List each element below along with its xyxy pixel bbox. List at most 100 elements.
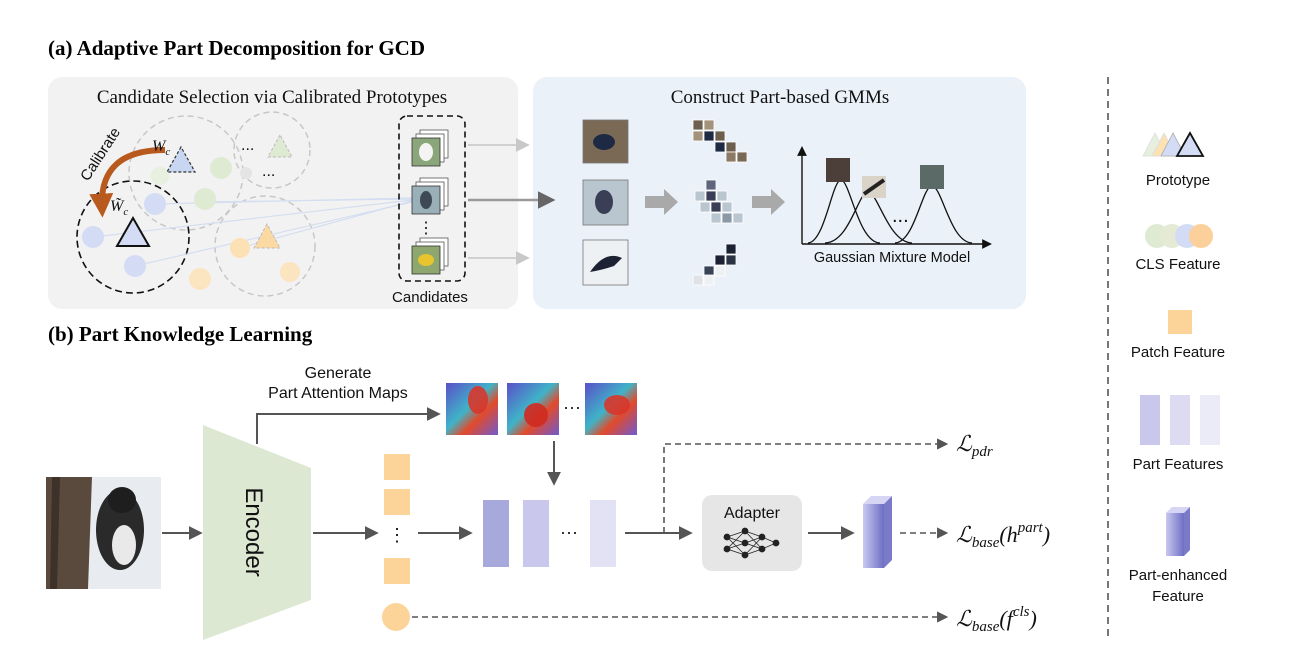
gmm-component-image-3: [920, 165, 944, 189]
patch-feature-1: [384, 454, 410, 480]
input-woodpecker-image: [46, 477, 161, 589]
patch-grid-1: [692, 119, 748, 163]
loss-base-part-open: (h: [999, 522, 1017, 547]
cls-point-orange-3: [280, 262, 300, 282]
loss-pdr-symbol: ℒ: [956, 431, 973, 456]
gmm-panel: [533, 77, 1026, 309]
candidate-panel-title: Candidate Selection via Calibrated Proto…: [97, 87, 447, 108]
candidate-panel: [48, 77, 518, 309]
encoder-label: Encoder: [240, 487, 267, 576]
loss-base-part-symbol: ℒ: [956, 522, 973, 547]
calibrated-subscript: c: [123, 206, 128, 218]
cluster-gray-top: [233, 111, 311, 189]
bird-image-1: [582, 119, 629, 164]
loss-base-part: ℒbase(hpart): [956, 520, 1050, 551]
prototype-orange: [253, 222, 281, 249]
loss-base-cls-close: ): [1027, 606, 1036, 631]
gray-cluster-ellipsis-1: ...: [241, 137, 254, 154]
patch-feature-3: [384, 558, 410, 584]
bird-image-2: [582, 179, 629, 226]
part-feature-1: [483, 500, 509, 567]
gmm-label: Gaussian Mixture Model: [814, 250, 970, 266]
cls-point-green-2: [194, 188, 216, 210]
gmm-arrow: [752, 189, 785, 215]
calibrated-symbol: W̃: [110, 197, 125, 215]
prototype-calibrated: [115, 215, 151, 247]
cls-point-orange-2: [189, 268, 211, 290]
prototype-wc: [165, 145, 197, 173]
part-feature-3: [590, 500, 616, 567]
loss-base-part-subscript: base: [972, 535, 1000, 551]
cls-feature-points: [82, 157, 300, 290]
legend-patch-icon: [1168, 310, 1192, 334]
attention-maps-ellipsis: ···: [563, 397, 581, 417]
gmm-plot: ... Gaussian Mixture Model: [797, 146, 992, 266]
loss-base-cls-superscript: cls: [1013, 604, 1030, 620]
gmm-panel-title: Construct Part-based GMMs: [671, 87, 889, 108]
legend-enhanced-icon: [1166, 507, 1190, 556]
cls-point-orange-1: [230, 238, 250, 258]
section-b-title: (b) Part Knowledge Learning: [48, 322, 313, 346]
patch-feature-2: [384, 489, 410, 515]
legend-cls-label: CLS Feature: [1135, 256, 1220, 273]
patch-grid-3: [692, 243, 737, 286]
candidates-box: [398, 115, 466, 282]
patchify-arrow: [645, 189, 678, 215]
cls-point-blue-2: [82, 226, 104, 248]
legend-enhanced-label-1: Part-enhanced: [1129, 567, 1227, 584]
prototype-wc-label: Wc: [152, 138, 170, 158]
attention-map-1: [446, 383, 498, 435]
legend-part-label: Part Features: [1133, 456, 1224, 473]
loss-base-part-superscript: part: [1017, 520, 1044, 536]
loss-base-cls-open: (f: [999, 606, 1015, 631]
wc-symbol: W: [152, 138, 167, 155]
legend-prototype-label: Prototype: [1146, 172, 1210, 189]
cls-token-feature: [382, 603, 410, 631]
calibrated-label: W̃c: [110, 197, 128, 218]
calibrate-arrow: [89, 147, 166, 218]
legend-cls-icon: [1145, 224, 1213, 248]
candidates-label: Candidates: [392, 289, 468, 306]
neural-network-icon: [723, 527, 780, 559]
candidate-stack-3: [411, 237, 449, 275]
part-enhanced-feature: [863, 496, 892, 568]
generate-label-line1: Generate: [305, 365, 372, 382]
loss-base-cls: ℒbase(fcls): [956, 604, 1037, 635]
loss-pdr: ℒpdr: [956, 431, 993, 460]
cls-point-green-3: [151, 167, 169, 185]
gmm-component-image-1: [826, 158, 850, 182]
loss-base-cls-subscript: base: [972, 619, 1000, 635]
gmm-ellipsis: ...: [892, 205, 909, 227]
attention-map-2: [507, 383, 559, 435]
gray-cluster-ellipsis-2: ...: [262, 163, 275, 180]
legend-prototype-icon: [1142, 131, 1205, 157]
prototype-gray: [267, 133, 293, 158]
generate-attention-path: [256, 407, 441, 444]
candidates-vertical-ellipsis: ⋮: [418, 220, 434, 237]
cls-point-blue-3: [124, 255, 146, 277]
adapter-label: Adapter: [724, 505, 781, 522]
loss-base-part-close: ): [1041, 522, 1050, 547]
candidate-stack-1: [411, 129, 449, 167]
cls-point-gray-1: [240, 167, 252, 179]
legend-part-icon: [1140, 395, 1220, 445]
generate-label-line2: Part Attention Maps: [268, 385, 408, 402]
section-a-title: (a) Adaptive Part Decomposition for GCD: [48, 36, 425, 60]
cluster-orange: [214, 195, 316, 297]
loss-pdr-subscript: pdr: [971, 444, 993, 460]
patch-features-vertical-ellipsis: ⋮: [388, 525, 406, 545]
wc-subscript: c: [165, 146, 170, 158]
gmm-component-bird-2: [862, 178, 886, 196]
part-features-ellipsis: ···: [560, 522, 578, 542]
cls-point-blue-1: [144, 193, 166, 215]
loss-base-cls-symbol: ℒ: [956, 606, 973, 631]
legend-enhanced-label-2: Feature: [1152, 588, 1204, 605]
legend-patch-label: Patch Feature: [1131, 344, 1225, 361]
encoder-block: [203, 425, 311, 640]
cluster-calibrated: [76, 180, 190, 294]
candidate-stack-2: [411, 177, 449, 215]
cls-point-green-1: [210, 157, 232, 179]
bird-image-3: [582, 239, 629, 286]
part-feature-2: [523, 500, 549, 567]
